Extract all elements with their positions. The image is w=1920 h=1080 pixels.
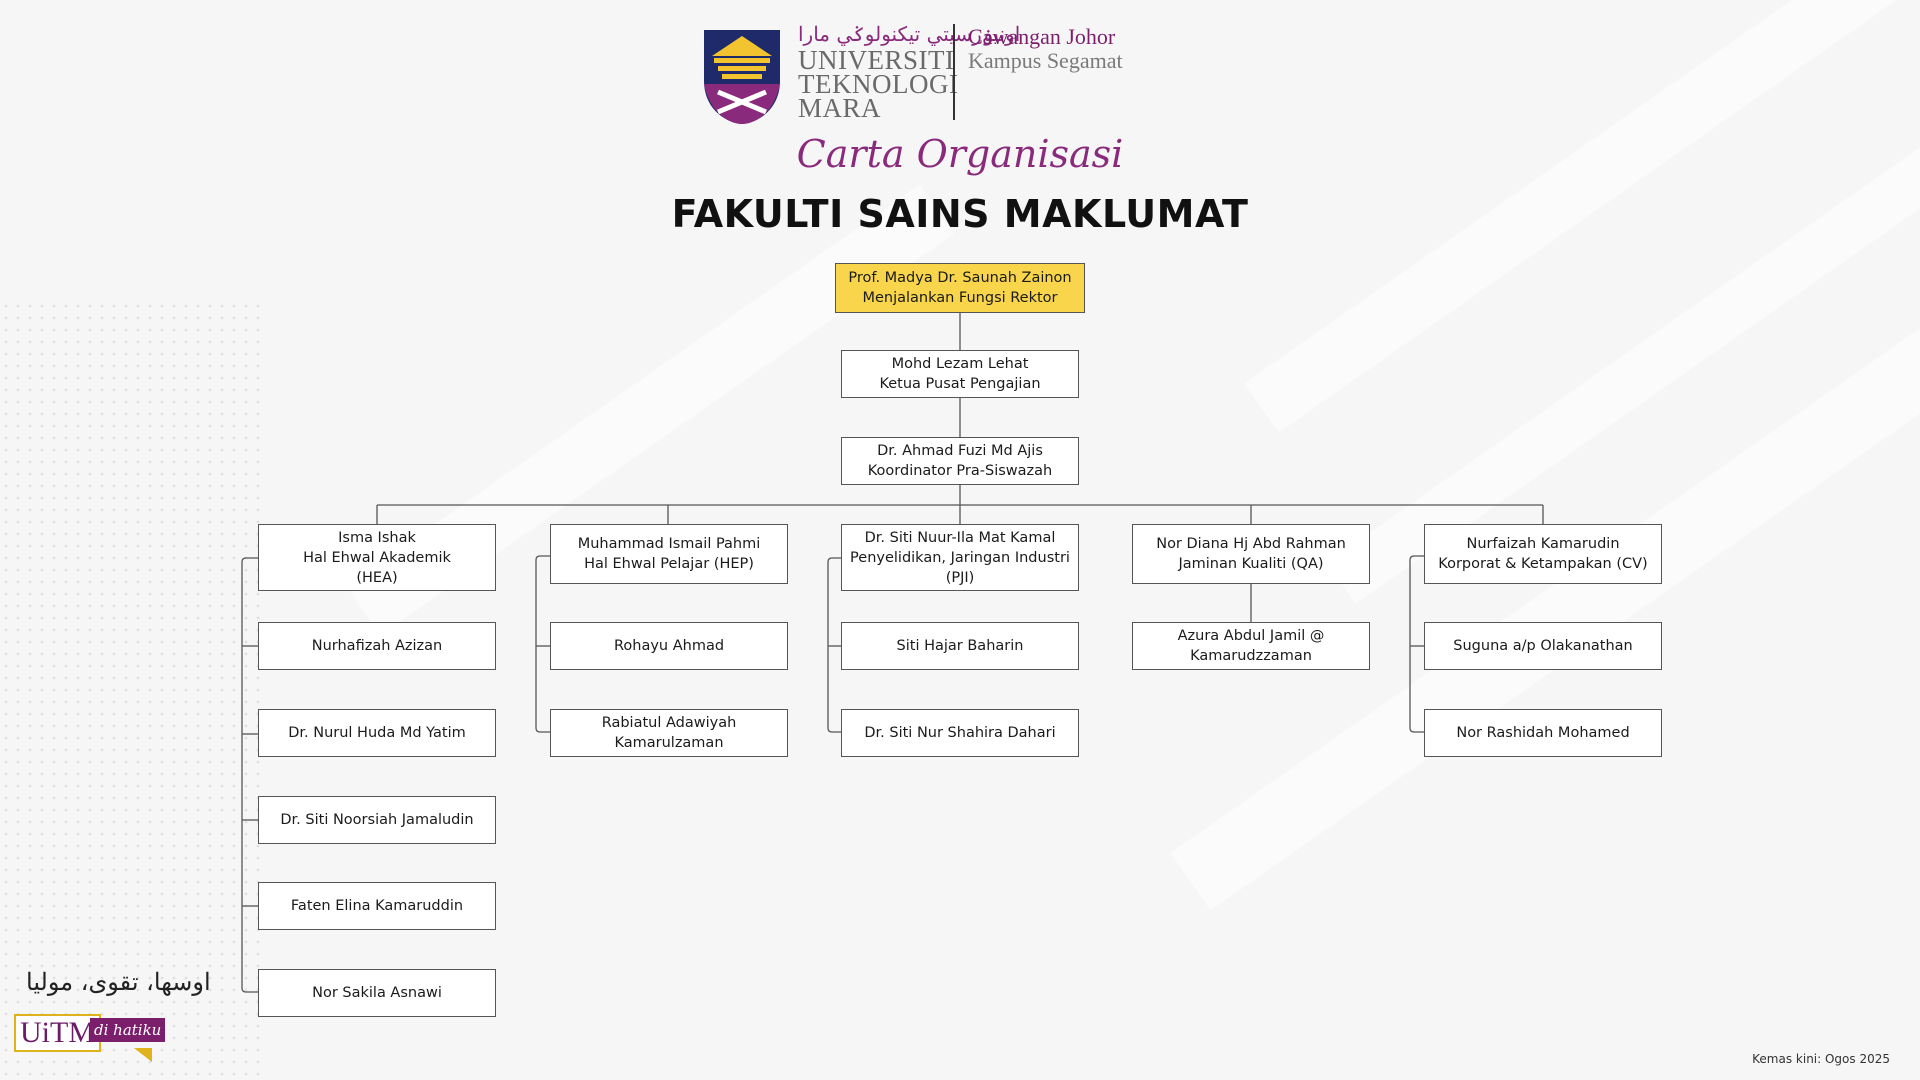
uitm-crest-icon <box>704 30 780 124</box>
org-box-member: Dr. Siti Nur Shahira Dahari <box>841 709 1079 757</box>
org-box-rector: Prof. Madya Dr. Saunah Zainon Menjalanka… <box>835 263 1085 313</box>
org-box-member: Azura Abdul Jamil @Kamarudzzaman <box>1132 622 1370 670</box>
org-box-member: Nor Sakila Asnawi <box>258 969 496 1017</box>
faculty-title: FAKULTI SAINS MAKLUMAT <box>671 192 1249 236</box>
org-box-member: Rohayu Ahmad <box>550 622 788 670</box>
badge-tag-text: di hatiku <box>90 1018 166 1042</box>
campus-branch: Cawangan Johor <box>968 24 1116 49</box>
org-box-member: Nor Rashidah Mohamed <box>1424 709 1662 757</box>
org-box-hep-head: Muhammad Ismail Pahmi Hal Ehwal Pelajar … <box>550 524 788 584</box>
org-box-qa-head: Nor Diana Hj Abd Rahman Jaminan Kualiti … <box>1132 524 1370 584</box>
last-updated: Kemas kini: Ogos 2025 <box>1752 1052 1890 1066</box>
org-box-undergrad-coordinator: Dr. Ahmad Fuzi Md Ajis Koordinator Pra-S… <box>841 437 1079 485</box>
org-box-pji-head: Dr. Siti Nuur-Ila Mat Kamal Penyelidikan… <box>841 524 1079 591</box>
uitm-di-hatiku-badge: UiTM di hatiku <box>14 1014 166 1064</box>
org-box-head-of-studies: Mohd Lezam Lehat Ketua Pusat Pengajian <box>841 350 1079 398</box>
speech-tail-icon <box>134 1048 152 1062</box>
university-arabic-name: اونيۏرسيتي تيكنولوݢي مارا <box>798 22 1021 46</box>
header: اونيۏرسيتي تيكنولوݢي مارا UNIVERSITI TEK… <box>0 20 1920 130</box>
uitm-logo: اونيۏرسيتي تيكنولوݢي مارا UNIVERSITI TEK… <box>700 20 1160 130</box>
org-box-cv-head: Nurfaizah Kamarudin Korporat & Ketampaka… <box>1424 524 1662 584</box>
campus-name: Kampus Segamat <box>968 48 1123 73</box>
badge-main-text: UiTM <box>14 1014 101 1052</box>
org-box-member: Nurhafizah Azizan <box>258 622 496 670</box>
logo-divider <box>953 24 955 120</box>
org-box-member: Dr. Siti Noorsiah Jamaludin <box>258 796 496 844</box>
org-box-member: Faten Elina Kamaruddin <box>258 882 496 930</box>
org-box-member: Suguna a/p Olakanathan <box>1424 622 1662 670</box>
university-name: UNIVERSITI TEKNOLOGI MARA <box>798 45 959 123</box>
chart-subtitle: Carta Organisasi <box>796 132 1124 176</box>
org-box-member: Siti Hajar Baharin <box>841 622 1079 670</box>
org-box-member: Dr. Nurul Huda Md Yatim <box>258 709 496 757</box>
motto-arabic: اوسها، تقوى، موليا <box>26 968 211 996</box>
org-box-hea-head: Isma Ishak Hal Ehwal Akademik (HEA) <box>258 524 496 591</box>
